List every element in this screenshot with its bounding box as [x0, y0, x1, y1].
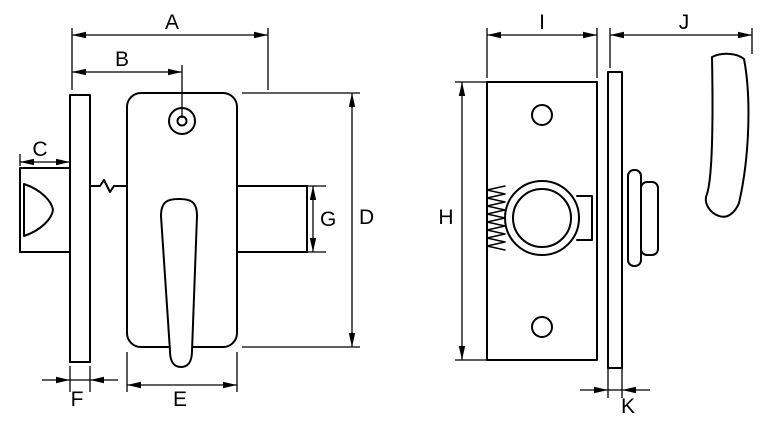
right-view [486, 52, 750, 369]
latch-shaft-break-line [89, 179, 128, 193]
dimension-k: K [580, 368, 650, 418]
dimension-i: I [486, 11, 598, 78]
dimension-d: D [242, 92, 374, 348]
knob-bracket [576, 195, 593, 241]
left-view-dimensions: A B C D E F [19, 11, 374, 411]
right-view-dimensions: I J H K [438, 11, 753, 418]
screw-hole-bottom [531, 316, 553, 338]
face-plate [486, 81, 598, 361]
dimension-f: F [42, 366, 118, 411]
dim-label-h: H [438, 206, 453, 229]
dim-label-i: I [539, 11, 545, 34]
hub-collar [640, 181, 659, 256]
dim-label-d: D [359, 206, 374, 229]
back-plate-edge [607, 71, 623, 369]
spindle-outline [19, 167, 71, 253]
dim-label-g: G [320, 208, 336, 231]
spindle-tip [23, 183, 54, 237]
dim-label-j: J [679, 11, 690, 34]
dim-label-f: F [71, 388, 84, 411]
screw-hole-top [531, 104, 553, 126]
dimension-e: E [126, 352, 238, 411]
dim-label-c: C [32, 138, 47, 161]
thumb-turn-knob-inner [512, 188, 572, 248]
hub-housing [627, 169, 642, 267]
knurled-grip [486, 185, 506, 251]
dimension-a: A [71, 11, 269, 90]
dimension-c: C [19, 138, 70, 166]
dimension-h: H [438, 81, 487, 361]
lever-handle [160, 198, 198, 368]
mounting-plate-edge [69, 94, 91, 363]
dimension-j: J [609, 11, 753, 68]
dim-label-k: K [621, 395, 635, 418]
dimension-g: G [307, 185, 336, 253]
handle-blade [704, 52, 750, 218]
latch-bolt [236, 185, 308, 253]
dim-label-a: A [165, 11, 179, 34]
dim-label-e: E [173, 388, 187, 411]
dimension-b: B [72, 48, 183, 118]
left-view [19, 92, 308, 368]
thumb-turn-knob-outer [504, 180, 580, 256]
dim-label-b: B [115, 48, 129, 71]
